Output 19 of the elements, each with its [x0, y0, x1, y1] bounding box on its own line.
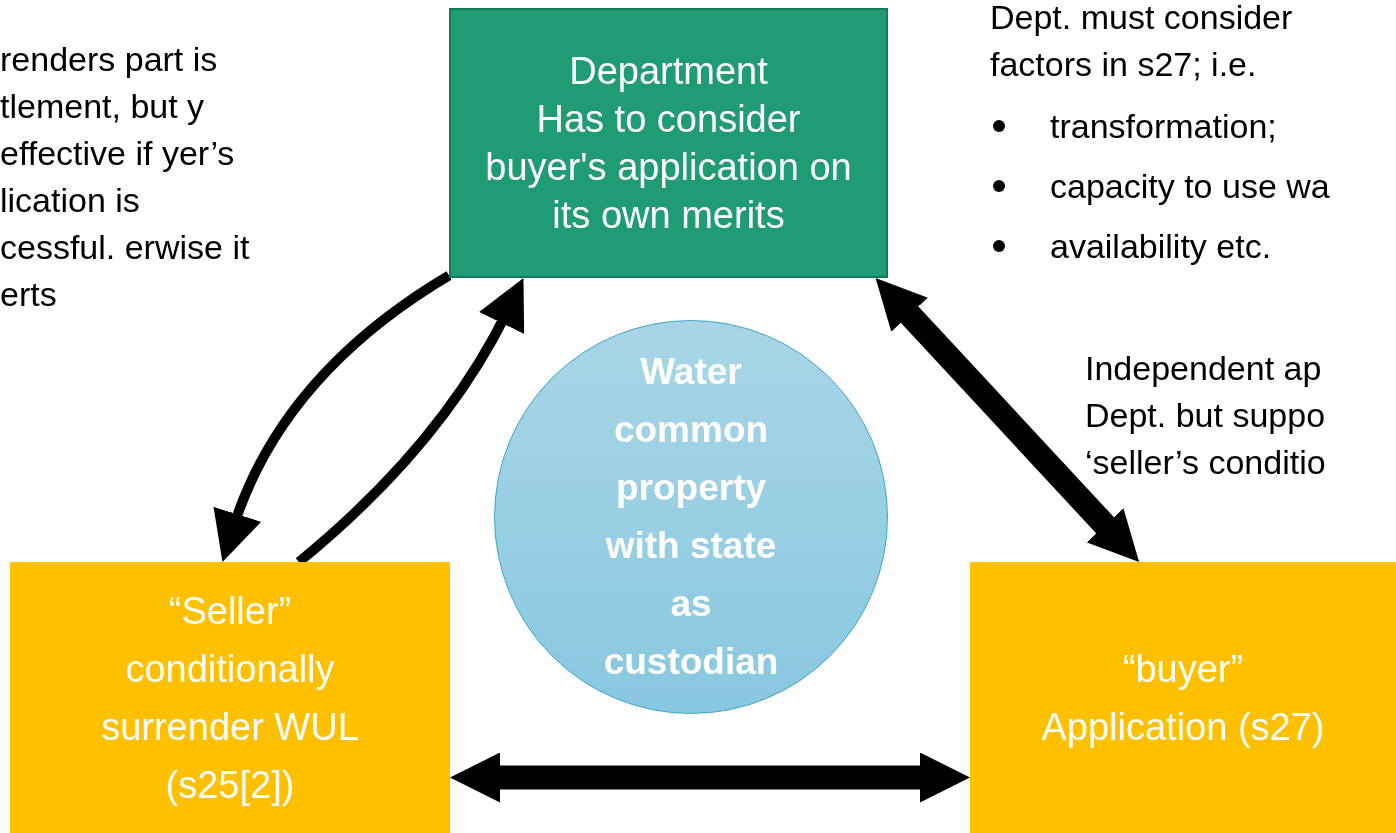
node-text: conditionally surrender WUL (s25[2]): [100, 646, 360, 808]
node-text: Water common property with state as custodian: [602, 350, 780, 684]
node-text: Application (s27): [1041, 704, 1325, 750]
node-heading: “buyer”: [1122, 646, 1244, 692]
double-arrow: [450, 752, 970, 803]
node-heading: “Seller”: [168, 588, 292, 634]
list-item: capacity to use wa: [1050, 166, 1331, 207]
list-item: availability etc.: [1050, 226, 1273, 267]
process-box: [10, 562, 450, 833]
curved-arrow: [214, 271, 452, 562]
note-text: Independent ap Dept. but suppo ‘seller’s conditio: [1085, 348, 1327, 483]
double-arrow: [875, 278, 1140, 562]
node-text: Has to consider buyer's application on its own merits: [484, 97, 853, 238]
process-box: [449, 8, 888, 278]
node-heading: Department: [569, 49, 768, 94]
list-item: transformation;: [1050, 106, 1278, 147]
note-text: renders part is tlement, but y effective if yer’s lication is cessful. erwise it erts: [0, 39, 251, 315]
note-text: Dept. must consider factors in s27; i.e.: [990, 0, 1294, 85]
process-box: [970, 562, 1396, 833]
